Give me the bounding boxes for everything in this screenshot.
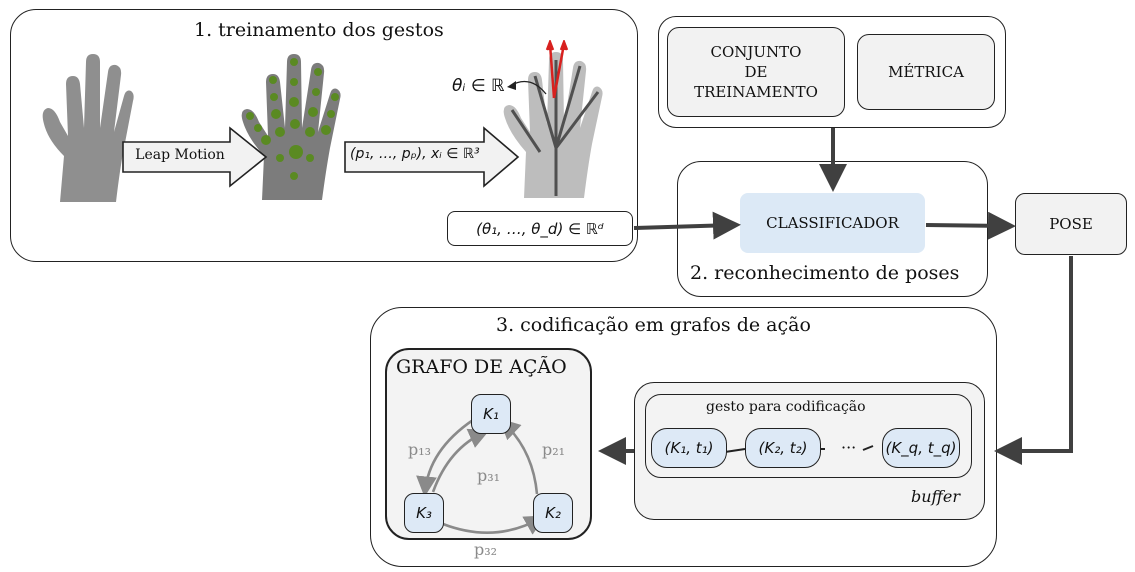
- edge-label-p32: p₃₂: [474, 540, 498, 559]
- leap-motion-arrow: [122, 126, 268, 188]
- leap-motion-label: Leap Motion: [135, 147, 225, 163]
- angle-label: θᵢ ∈ ℝ: [452, 76, 505, 96]
- angle-vector-box: (θ₁, …, θ_d) ∈ ℝᵈ: [447, 211, 633, 246]
- graph-node-k3[interactable]: K₃: [404, 493, 444, 533]
- angle-hand-image: [503, 40, 603, 198]
- edge-label-p31: p₃₁: [477, 466, 501, 485]
- training-set-label: CONJUNTO DE TREINAMENTO: [694, 43, 818, 101]
- graph-node-k2[interactable]: K₂: [533, 493, 573, 533]
- buffer-label: buffer: [911, 487, 960, 506]
- pose-label: POSE: [1049, 215, 1093, 233]
- edge-label-p13: p₁₃: [408, 440, 432, 459]
- action-graph-title: GRAFO DE AÇÃO: [396, 356, 567, 378]
- buffer-item-1[interactable]: (K₁, t₁): [651, 428, 727, 468]
- points-arrow: [344, 126, 520, 188]
- classifier-label: CLASSIFICADOR: [766, 214, 899, 232]
- edge-label-p21: p₂₁: [542, 440, 566, 459]
- gray-hand-image: [42, 54, 134, 202]
- metric-box[interactable]: MÉTRICA: [857, 34, 995, 110]
- skeleton-hand-image: [241, 54, 341, 200]
- angle-pointer: [507, 80, 547, 95]
- buffer-item-q[interactable]: (K_q, t_q): [882, 428, 960, 468]
- buffer-item-2[interactable]: (K₂, t₂): [745, 428, 821, 468]
- classifier-box[interactable]: CLASSIFICADOR: [740, 193, 925, 253]
- training-set-box[interactable]: CONJUNTO DE TREINAMENTO: [667, 27, 845, 117]
- training-title: 1. treinamento dos gestos: [194, 19, 444, 41]
- points-label: (p₁, …, pₚ), xᵢ ∈ ℝ³: [350, 146, 480, 162]
- graph-node-k1[interactable]: K₁: [471, 394, 511, 434]
- recognition-title: 2. reconhecimento de poses: [690, 262, 960, 284]
- buffer-ellipsis: ···: [841, 438, 857, 457]
- angle-vector-label: (θ₁, …, θ_d) ∈ ℝᵈ: [476, 219, 604, 238]
- gesture-group-title: gesto para codificação: [706, 399, 866, 415]
- pose-box[interactable]: POSE: [1015, 193, 1127, 255]
- metric-label: MÉTRICA: [888, 63, 964, 81]
- encoding-title: 3. codificação em grafos de ação: [496, 314, 811, 336]
